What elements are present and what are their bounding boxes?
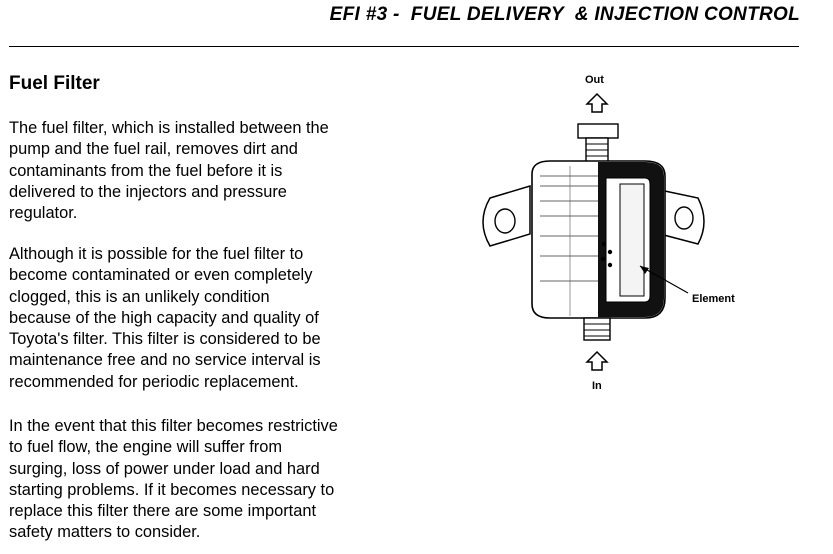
filter-body [531,160,666,319]
element-leader-line [639,265,689,294]
paragraph-maintenance: Although it is possible for the fuel fil… [9,245,321,391]
page-header-title: EFI #3 - FUEL DELIVERY & INJECTION CONTR… [329,4,800,25]
fuel-filter-diagram: Out Element In [482,74,735,392]
paragraph-safety: In the event that this filter becomes re… [9,417,338,542]
section-heading: Fuel Filter [9,73,100,94]
arrow-up-out-icon [585,92,609,113]
arrow-up-in-icon [585,350,609,371]
element-label: Element [692,293,735,305]
in-label: In [592,380,602,392]
mounting-bracket [482,184,705,247]
bottom-fitting [583,317,611,341]
out-label: Out [585,74,604,86]
paragraph-intro: The fuel filter, which is installed betw… [9,119,329,223]
header-divider [9,46,799,47]
